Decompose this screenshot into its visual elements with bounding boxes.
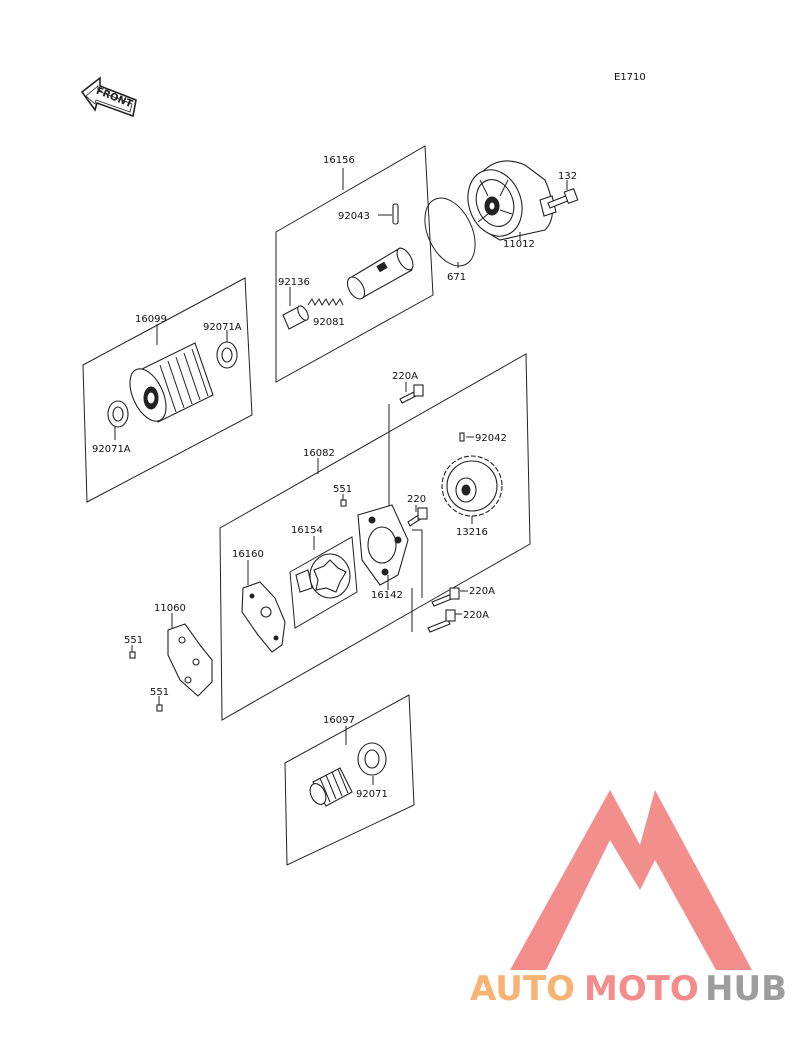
label-16082: 16082 [303,448,335,459]
rotor-pin [295,569,313,593]
label-92071: 92071 [356,789,388,800]
label-11012: 11012 [503,239,535,250]
bolt-220 [407,507,428,527]
watermark-hub: HUB [705,969,787,1009]
label-671: 671 [447,272,466,283]
label-16097: 16097 [323,715,355,726]
label-92071a-bottom: 92071A [92,444,131,455]
label-92071a-top: 92071A [203,322,242,333]
label-92081: 92081 [313,317,345,328]
label-551-low: 551 [150,687,169,698]
bolt-220a-top [399,384,424,404]
bolt-220a-low [427,609,456,633]
group-16156: 16156 92043 92136 92081 [275,145,434,383]
o-ring-671 [424,197,476,267]
label-11060: 11060 [154,603,186,614]
label-551-mid: 551 [124,635,143,646]
dowel-551-low [156,704,163,712]
group-16154: 16154 [289,525,358,629]
bolt-220a-mid [431,587,460,607]
label-220a-top: 220A [392,371,418,382]
watermark-moto: MOTO [584,969,699,1009]
label-16160: 16160 [232,549,264,560]
relief-valve-body [346,247,414,300]
label-92042: 92042 [475,433,507,444]
dowel-551-mid [129,651,136,659]
label-16099: 16099 [135,314,167,325]
dowel-551-top [340,499,347,507]
group-16097: 16097 92071 [284,694,415,866]
oil-filter-16099 [129,342,214,423]
gasket-11060 [167,623,213,697]
front-arrow-icon: FRONT [80,76,137,118]
pin-92042 [459,432,465,442]
triangle-logo-icon [510,790,752,970]
label-16154: 16154 [291,525,323,536]
bolt-132 [547,187,579,209]
cover-plate-16160 [241,581,286,653]
label-220a-low: 220A [463,610,489,621]
figure-code: E1710 [614,72,646,83]
collar-92136 [282,305,309,330]
inner-rotor [313,559,347,593]
seal-92071 [357,742,387,776]
label-92136: 92136 [278,277,310,288]
label-16156: 16156 [323,155,355,166]
label-220a-mid: 220A [469,586,495,597]
gear-13216 [441,455,503,517]
label-220: 220 [407,494,426,505]
group-16099: 16099 92071A 92071A [82,277,253,503]
label-551-top: 551 [333,484,352,495]
label-16142: 16142 [371,590,403,601]
pump-body-16142 [357,504,409,586]
seal-92071a-top [216,341,238,369]
watermark-auto: AUTO [470,969,575,1009]
label-92043: 92043 [338,211,370,222]
automotohub-watermark: AUTO MOTO HUB [470,790,787,1009]
label-13216: 13216 [456,527,488,538]
oil-screen-16097 [309,767,353,807]
spring-92081 [307,298,344,306]
pin-92043 [392,203,399,225]
seal-92071a-bottom [107,400,129,428]
label-132: 132 [558,171,577,182]
group-16082: 16082 220A 92042 13216 551 [219,353,531,721]
